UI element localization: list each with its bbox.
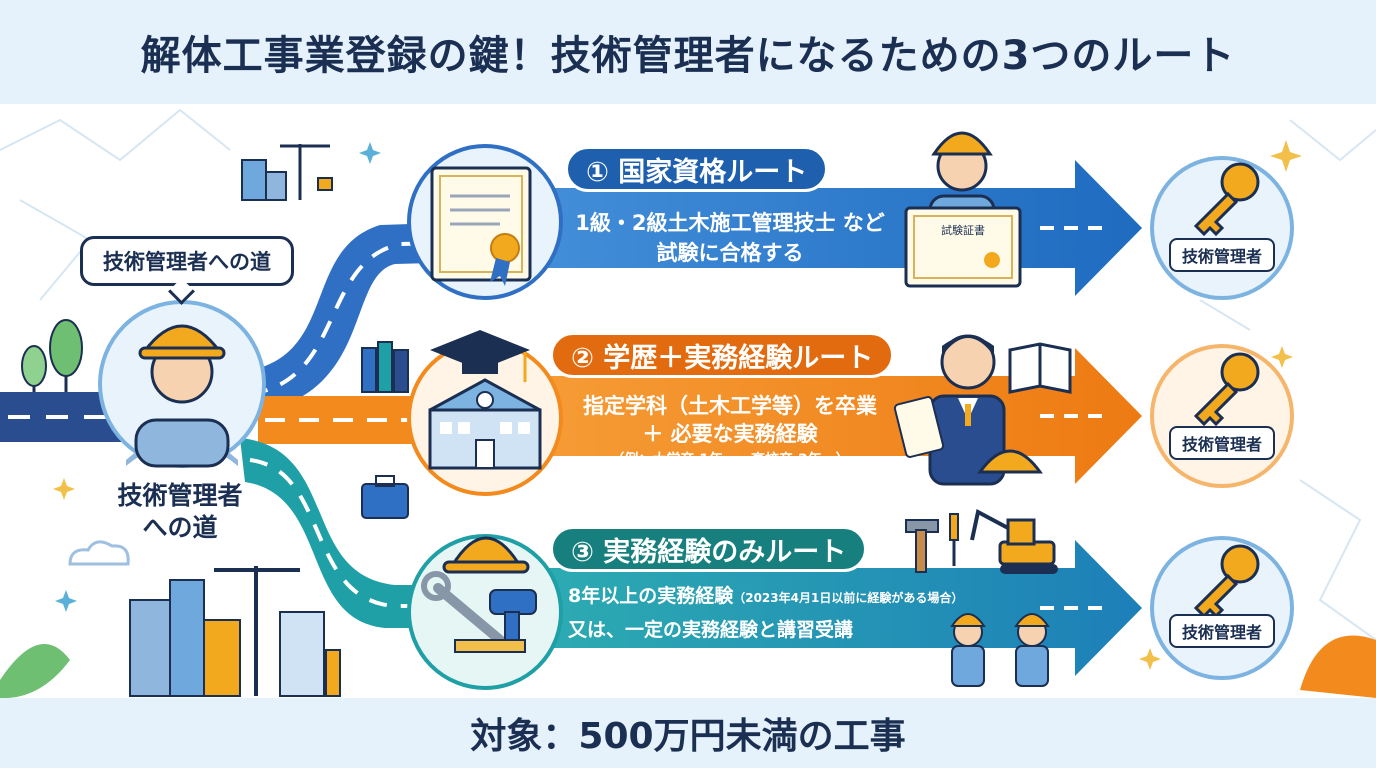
arrow-dashes — [1040, 226, 1105, 610]
school-icon — [407, 340, 563, 496]
certificate-heading: 試験証書 — [941, 223, 985, 237]
start-speech-bubble: 技術管理者への道 — [80, 236, 294, 286]
route-1-title-text: ① 国家資格ルート — [586, 156, 808, 188]
workers-group — [950, 613, 1050, 687]
sparkle-icon — [53, 140, 1302, 670]
route-3-desc-line1: 8年以上の実務経験 — [568, 585, 734, 607]
book-icon — [1008, 342, 1072, 394]
key-icon — [1193, 352, 1260, 427]
route-3-title: ③ 実務経験のみルート — [550, 526, 868, 572]
route-3-description: 8年以上の実務経験（2023年4月1日以前に経験がある場合） 又は、一定の実務経… — [568, 580, 963, 646]
key-icon — [1193, 544, 1260, 619]
route-1-desc-line2: 試験に合格する — [656, 241, 804, 265]
background-geometry — [0, 108, 1376, 641]
goal-3-label: 技術管理者 — [1169, 614, 1275, 648]
books-icon — [361, 341, 409, 393]
route-2-description: 指定学科（土木工学等）を卒業 ＋ 必要な実務経験 （例：大学卒 1年〜、高校卒 … — [560, 392, 900, 472]
key-icon — [1193, 162, 1260, 237]
worker-label-line1: 技術管理者 — [117, 481, 243, 510]
route-2-desc-line3: （例：大学卒 1年〜、高校卒 3年〜） — [610, 452, 850, 468]
route-1-road — [240, 222, 471, 414]
worker-avatar — [98, 300, 266, 468]
goal-1-label: 技術管理者 — [1169, 238, 1275, 272]
screwdriver-icon — [949, 513, 959, 566]
page-title: 解体工事業登録の鍵！技術管理者になるための3つのルート — [140, 33, 1236, 79]
route-3-desc-line1-row: 8年以上の実務経験（2023年4月1日以前に経験がある場合） — [568, 580, 963, 614]
worker-label: 技術管理者 への道 — [90, 480, 270, 544]
title-bar: 解体工事業登録の鍵！技術管理者になるための3つのルート — [0, 0, 1376, 104]
route-2-title-text: ② 学歴＋実務経験ルート — [571, 342, 874, 374]
route-1-description: 1級・2級土木施工管理技士 など 試験に合格する — [560, 208, 900, 268]
route-3-title-text: ③ 実務経験のみルート — [571, 536, 847, 568]
excavator-icon — [970, 508, 1058, 574]
goal-2-label: 技術管理者 — [1169, 426, 1275, 460]
leaf-icon — [0, 635, 1376, 699]
route-2-desc-line1: 指定学科（土木工学等）を卒業 — [583, 394, 877, 418]
worker-label-line2: への道 — [142, 513, 218, 542]
route-3-road — [240, 438, 470, 628]
construction-site-icon — [129, 566, 341, 697]
sparkle-icon — [55, 142, 381, 612]
route-1-title: ① 国家資格ルート — [565, 146, 829, 192]
tree-icon — [21, 319, 83, 392]
city-skyline-icon — [241, 144, 333, 201]
worker-figure — [904, 131, 1022, 288]
cloud-icon — [68, 540, 130, 566]
footer-bar: 対象：500万円未満の工事 — [0, 698, 1376, 768]
route-1-desc-line1: 1級・2級土木施工管理技士 など — [575, 211, 885, 235]
graduation-cap-icon — [430, 330, 530, 382]
route-3-desc-line2: 又は、一定の実務経験と講習受講 — [568, 619, 854, 641]
businessman-figure — [893, 334, 1043, 486]
certificate-icon — [407, 144, 563, 300]
hard-hat-icon — [442, 536, 530, 574]
route-2-title: ② 学歴＋実務経験ルート — [550, 332, 895, 378]
start-bubble-label: 技術管理者への道 — [103, 250, 271, 274]
route-3-desc-note: （2023年4月1日以前に経験がある場合） — [733, 591, 964, 605]
hammer-icon — [905, 519, 939, 573]
route-2-desc-line2: ＋ 必要な実務経験 — [642, 422, 818, 446]
briefcase-icon — [361, 475, 409, 519]
tools-icon — [407, 534, 563, 690]
footer-text: 対象：500万円未満の工事 — [470, 716, 906, 757]
